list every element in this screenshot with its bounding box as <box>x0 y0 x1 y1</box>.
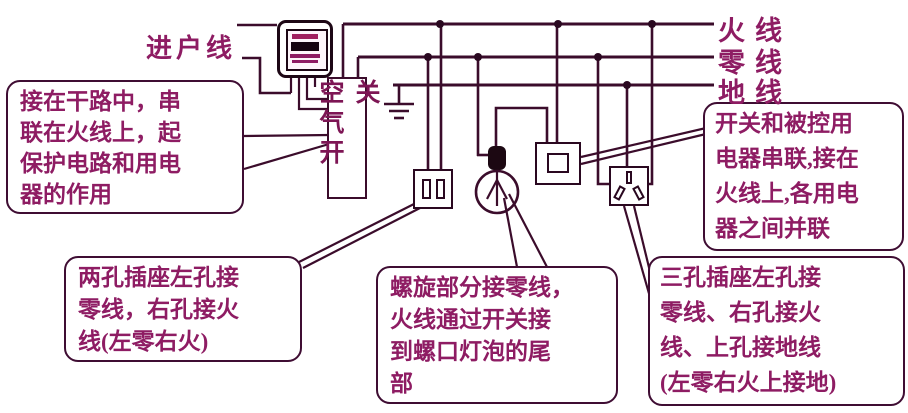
socket3-live-drop <box>646 24 654 186</box>
socket2-right-slot <box>436 179 445 199</box>
switch-note-line: 器之间并联 <box>715 216 830 241</box>
socket2-note-line: 两孔插座左孔接 <box>78 265 239 290</box>
socket3-ground-slot <box>626 171 632 184</box>
bulb-note-line: 到螺口灯泡的尾 <box>390 339 551 364</box>
socket2-note-callout: 两孔插座左孔接 零线，右孔接火 线(左零右火) <box>64 256 302 362</box>
bulb-note-pointer <box>508 193 548 268</box>
incoming-wire-2 <box>242 56 291 95</box>
bulb-note-line: 螺旋部分接零线， <box>390 275 574 300</box>
bulb-screw-cap <box>488 146 506 170</box>
switch-note-callout: 开关和被控用 电器串联,接在 火线上,各用电 器之间并联 <box>703 102 904 251</box>
breaker-note-line: 联在火线上，起 <box>20 120 181 145</box>
switch-note-line: 电器串联,接在 <box>715 146 859 171</box>
bulb-note-line: 火线通过开关接 <box>390 307 551 332</box>
wall-switch-button <box>547 153 569 173</box>
socket2-left-slot <box>422 179 431 199</box>
meter-display-row <box>292 34 318 39</box>
socket3-note-pointer <box>622 205 652 298</box>
breaker-note-callout: 接在干路中，串 联在火线上，起 保护电路和用电 器的作用 <box>6 80 244 214</box>
junction-dot <box>554 20 562 28</box>
junction-dot <box>424 53 432 61</box>
socket3-note-line: 线、上孔接地线 <box>660 335 821 360</box>
meter-display-row <box>290 54 320 58</box>
incoming-line-label: 进户线 <box>146 34 237 63</box>
socket3-neutral-drop <box>596 57 610 186</box>
three-hole-socket <box>609 166 649 206</box>
bulb-filament <box>496 179 508 200</box>
meter-display-row <box>291 42 319 51</box>
bulb-note-pointer <box>502 197 519 268</box>
air-switch: 空气开关 <box>316 77 379 199</box>
breaker-note-pointer <box>243 140 337 171</box>
breaker-note-line: 保护电路和用电 <box>20 151 181 176</box>
socket3-right-slot <box>632 185 645 201</box>
socket3-left-slot <box>613 185 626 201</box>
socket2-note-line: 线(左零右火) <box>78 329 209 354</box>
junction-dot <box>623 81 631 89</box>
two-hole-socket <box>413 169 453 209</box>
junction-dot <box>648 20 656 28</box>
switch-note-pointer <box>580 126 707 159</box>
meter-to-breaker-wire-1 <box>297 77 329 111</box>
meter-to-breaker-wire-2 <box>305 77 329 101</box>
switch-note-pointer <box>580 132 707 166</box>
ground-wire-label: 地线 <box>718 78 792 108</box>
air-switch-label: 空气开关 <box>316 79 379 169</box>
breaker-note-pointer <box>243 133 331 138</box>
socket2-note-pointer <box>302 207 421 269</box>
bulb-to-switch-loop <box>494 106 549 147</box>
switch-note-line: 开关和被控用 <box>715 111 853 136</box>
socket3-note-line: 零线、右孔接火 <box>660 300 821 325</box>
junction-dot <box>594 53 602 61</box>
socket2-note-pointer <box>298 203 415 263</box>
junction-dot <box>436 20 444 28</box>
bulb-note-line: 部 <box>390 371 413 396</box>
socket3-note-line: 三孔插座左孔接 <box>660 265 821 290</box>
socket3-note-line: (左零右火上接地) <box>660 370 837 395</box>
neutral-wire-label: 零线 <box>718 48 792 78</box>
bulb-glass <box>474 169 520 215</box>
socket3-note-callout: 三孔插座左孔接 零线、右孔接火 线、上孔接地线 (左零右火上接地) <box>648 256 905 406</box>
meter-display <box>286 29 328 71</box>
switch-note-line: 火线上,各用电 <box>715 181 859 206</box>
electric-meter <box>277 20 333 78</box>
breaker-note-line: 接在干路中，串 <box>20 89 181 114</box>
wall-switch <box>535 142 581 185</box>
breaker-note-line: 器的作用 <box>20 182 112 207</box>
bulb-filament <box>486 179 498 200</box>
bulb-note-callout: 螺旋部分接零线， 火线通过开关接 到螺口灯泡的尾 部 <box>376 266 618 404</box>
meter-display-row <box>292 60 318 63</box>
socket2-note-line: 零线，右孔接火 <box>78 297 239 322</box>
live-wire-label: 火线 <box>718 16 792 46</box>
junction-dot <box>474 53 482 61</box>
